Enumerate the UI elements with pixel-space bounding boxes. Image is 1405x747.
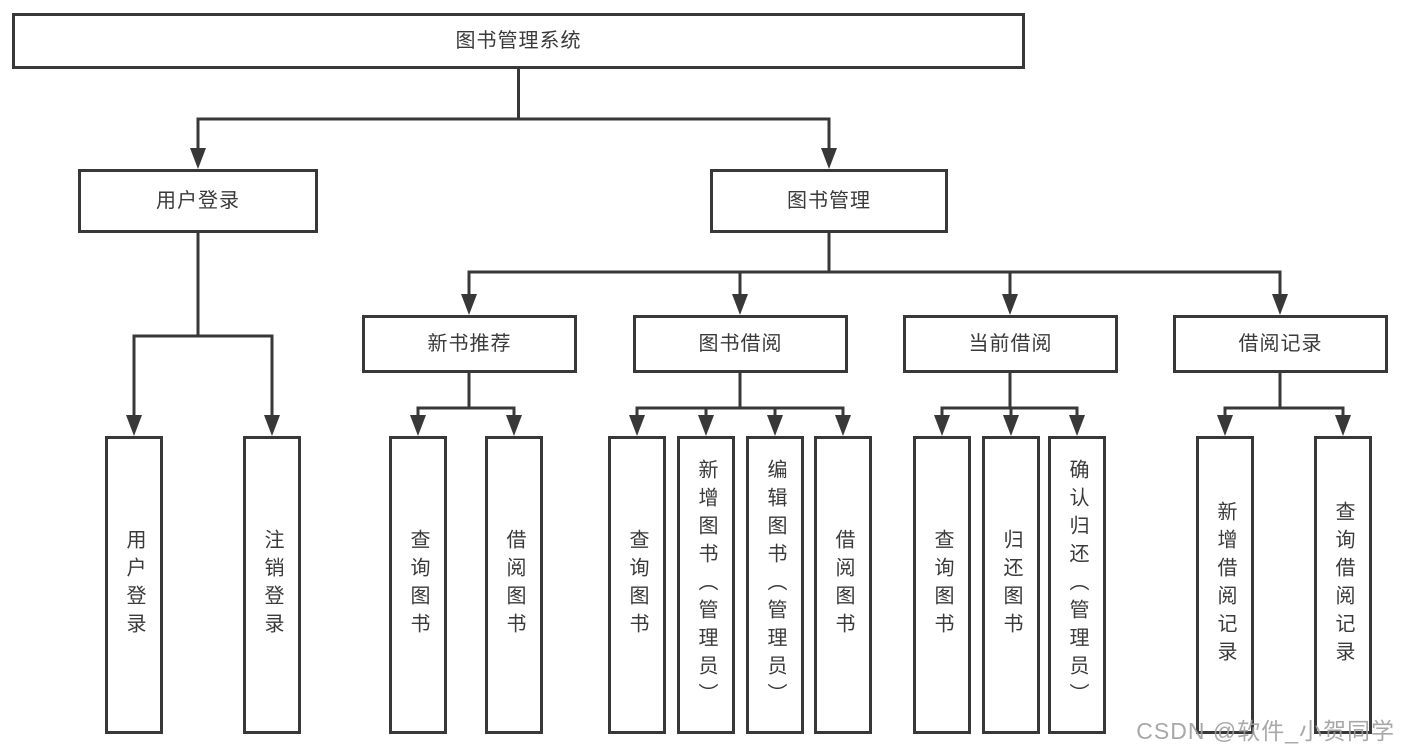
leaf-edit-books-admin: 编辑图书（管理员） — [746, 436, 804, 734]
leaf-label: 借阅图书 — [832, 529, 854, 641]
leaf-query-books-current: 查询图书 — [913, 436, 971, 734]
leaf-label: 查询图书 — [931, 529, 953, 641]
leaf-label: 查询借阅记录 — [1332, 501, 1354, 669]
node-label: 图书管理 — [787, 190, 871, 212]
leaf-label: 注销登录 — [261, 529, 283, 641]
leaf-confirm-return-admin: 确认归还（管理员） — [1048, 436, 1106, 734]
leaf-label: 查询图书 — [626, 529, 648, 641]
node-book-management: 图书管理 — [710, 169, 948, 233]
leaf-label: 借阅图书 — [503, 529, 525, 641]
node-book-borrowing: 图书借阅 — [633, 315, 848, 373]
leaf-user-login: 用户登录 — [105, 436, 163, 734]
node-label: 新书推荐 — [427, 333, 512, 355]
leaf-borrow-books-recommend: 借阅图书 — [485, 436, 543, 734]
node-current-borrowing: 当前借阅 — [903, 315, 1118, 373]
leaf-borrow-books: 借阅图书 — [814, 436, 872, 734]
csdn-watermark: CSDN @软件_小贺同学 — [1136, 718, 1395, 744]
leaf-label: 新增借阅记录 — [1214, 501, 1236, 669]
node-label: 图书管理系统 — [455, 30, 582, 52]
node-label: 用户登录 — [156, 190, 240, 212]
leaf-add-books-admin: 新增图书（管理员） — [677, 436, 735, 734]
leaf-label: 归还图书 — [1000, 529, 1022, 641]
node-new-book-recommend: 新书推荐 — [362, 315, 577, 373]
node-label: 借阅记录 — [1238, 333, 1323, 355]
leaf-query-books-borrowing: 查询图书 — [608, 436, 666, 734]
leaf-query-borrowing-record: 查询借阅记录 — [1314, 436, 1372, 734]
leaf-return-books: 归还图书 — [982, 436, 1040, 734]
leaf-logout: 注销登录 — [243, 436, 301, 734]
node-label: 图书借阅 — [698, 333, 783, 355]
leaf-query-books-recommend: 查询图书 — [389, 436, 447, 734]
leaf-label: 用户登录 — [123, 529, 145, 641]
leaf-label: 新增图书（管理员） — [695, 459, 717, 711]
node-borrowing-records: 借阅记录 — [1173, 315, 1388, 373]
node-label: 当前借阅 — [968, 333, 1053, 355]
node-user-login: 用户登录 — [78, 169, 318, 233]
leaf-add-borrowing-record: 新增借阅记录 — [1196, 436, 1254, 734]
leaf-label: 确认归还（管理员） — [1066, 459, 1088, 711]
leaf-label: 查询图书 — [407, 529, 429, 641]
node-library-management-system: 图书管理系统 — [12, 13, 1025, 69]
leaf-label: 编辑图书（管理员） — [764, 459, 786, 711]
